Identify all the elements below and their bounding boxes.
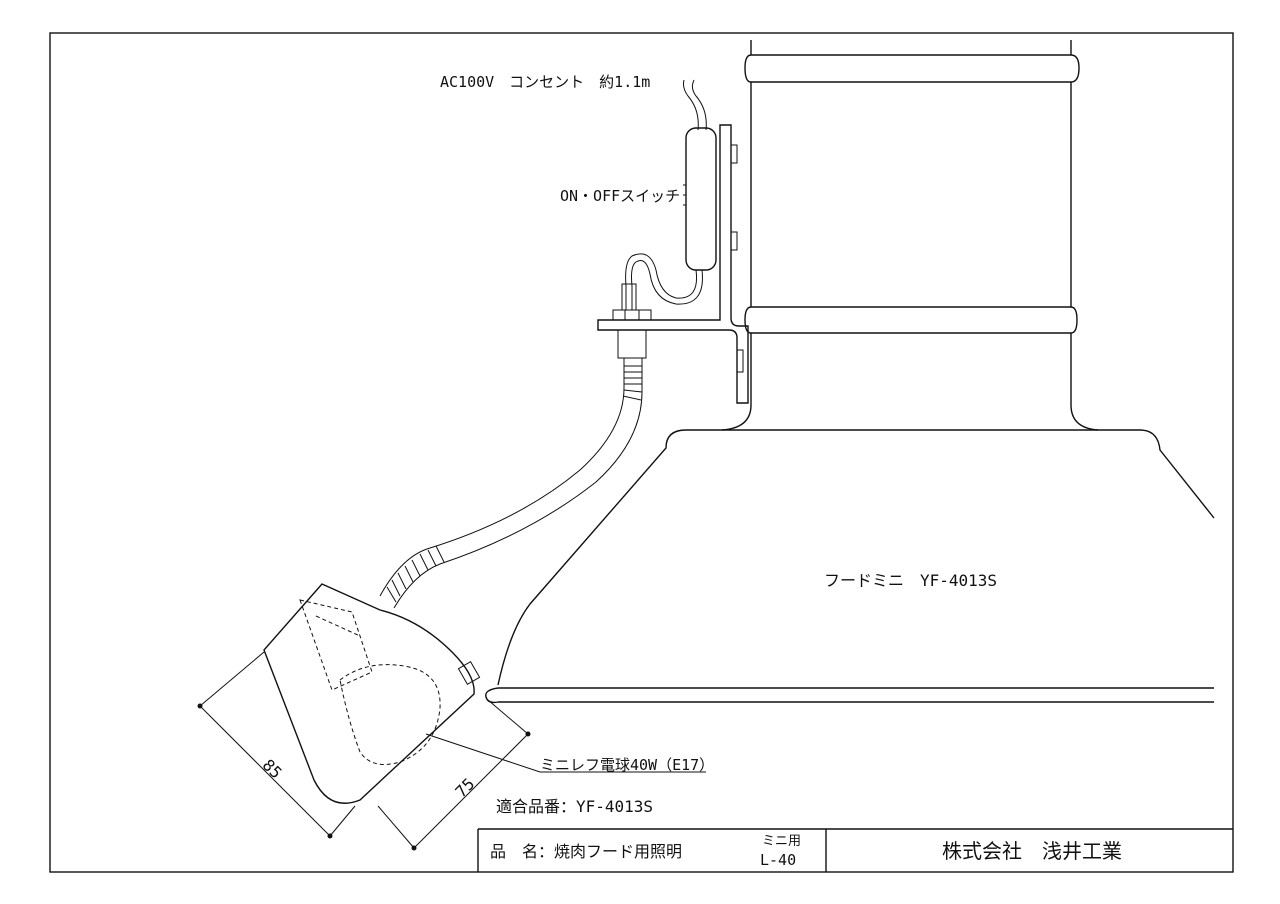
model-top-label: ミニ用 (762, 834, 801, 849)
hood-body (485, 429, 1215, 704)
hood-model-label: フードミニ YF-4013S (824, 571, 997, 590)
flexible-arm (379, 329, 647, 609)
dimension-85-label: 85 (259, 755, 286, 782)
dimension-75: 75 (377, 699, 531, 851)
compatible-model-label: 適合品番：YF-4013S (496, 797, 653, 816)
bulb-leader-line (425, 733, 706, 773)
model-number-label: L-40 (760, 851, 796, 869)
company-name: 株式会社 浅井工業 (942, 839, 1122, 863)
bulb-label: ミニレフ電球40W（E17） (540, 756, 714, 774)
switch-and-cord (621, 79, 717, 311)
switch-label: ON・OFFスイッチ (560, 187, 680, 205)
drawing-frame (49, 32, 1234, 873)
power-cord-label: AC100V コンセント 約1.1m (440, 73, 650, 91)
title-block: 品 名：焼肉フード用照明 ミニ用 L-40 株式会社 浅井工業 (477, 828, 1233, 872)
dimension-75-label: 75 (451, 774, 478, 801)
mounting-bracket (457, 124, 749, 685)
duct (721, 40, 1099, 431)
lamp-head (263, 583, 475, 804)
product-name-label: 品 名：焼肉フード用照明 (490, 842, 682, 861)
